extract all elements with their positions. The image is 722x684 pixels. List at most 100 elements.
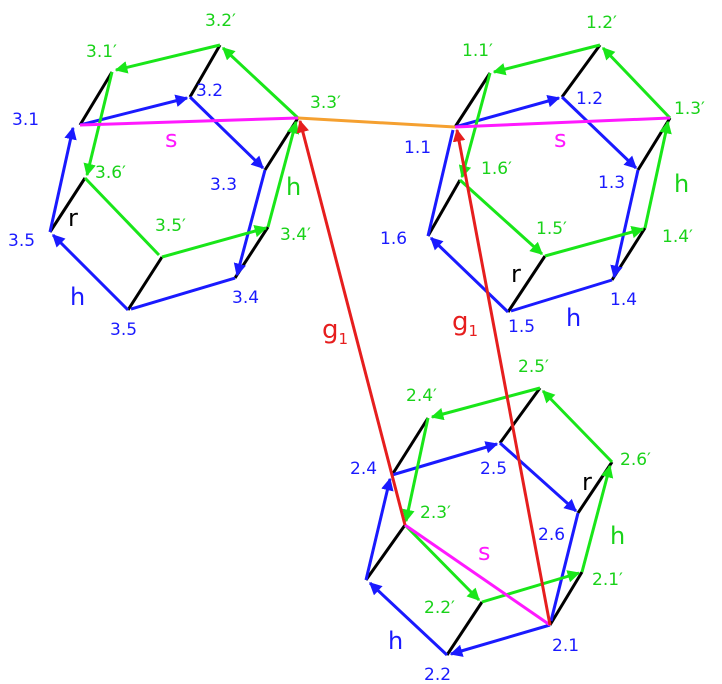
cluster-1: 1.1 1.2 1.3 1.4 1.5 1.6 1.1′ 1.2′ 1.3′ 1… [380,13,705,337]
vertex-label-prime: 1.5′ [536,219,567,239]
green-bond [492,43,601,76]
bond-label-h: h [610,522,625,550]
black-bond [453,72,492,128]
blue-bond [130,276,236,311]
cluster-3: 3.1 3.2 3.3 3.4 3.5 3.5 3.1′ 3.2′ 3.3′ 3… [8,11,341,340]
green-bond [643,120,672,229]
black-bond [78,71,114,126]
black-bond [390,417,430,476]
vertex-label: 2.4 [350,459,377,479]
magenta-s-bond [79,116,299,127]
blue-bond [79,94,189,127]
vertex-label: 2.2 [424,665,451,684]
vertex-label: 2.1 [552,636,579,656]
green-bond [114,43,221,74]
g1-letter: g [452,307,469,337]
vertex-label-prime: 1.2′ [586,13,617,33]
green-bond [544,225,645,258]
vertex-label-prime: 1.3′ [674,99,705,119]
bond-label-s: s [165,125,178,153]
bond-label-h: h [566,304,581,332]
vertex-label: 1.3 [598,173,625,193]
black-bond [364,524,407,581]
blue-bond [426,129,455,237]
black-bond-r [506,255,547,313]
vertex-label: 1.2 [576,89,603,109]
blue-bond [364,477,394,581]
vertex-label-prime: 2.5′ [518,357,549,377]
vertex-label-prime: 3.6′ [95,163,126,183]
vertex-label: 1.5 [508,317,535,337]
vertex-label: 3.1 [12,110,39,130]
blue-bond [391,441,499,477]
vertex-label: 3.2 [196,81,223,101]
green-bond [458,178,544,256]
vertex-label: 1.6 [380,229,407,249]
black-bond-r [48,177,87,233]
vertex-label-prime: 3.5′ [155,216,186,236]
vertex-label-prime: 3.3′ [310,93,341,113]
black-bond [426,179,462,237]
vertex-label-prime: 2.6′ [620,450,651,470]
g1-subscript: 1 [469,322,479,340]
green-bond [430,386,541,421]
vertex-label-prime: 1.1′ [462,41,493,61]
black-bond [498,387,542,444]
vertex-label: 1.4 [610,290,637,310]
vertex-label-prime: 2.2′ [424,598,455,618]
inter-cluster-links: g1 g1 [296,116,552,626]
blue-bond [510,278,613,313]
bond-label-r: r [68,204,78,232]
black-bond [188,44,222,98]
bond-label-h: h [674,170,689,198]
blue-bond [48,126,77,233]
black-bond [560,44,602,98]
vertex-label: 3.5 [8,231,35,251]
green-bond [266,120,300,228]
g1-label-right: g1 [452,307,478,340]
green-bond [402,417,430,523]
bond-label-h: h [70,283,85,311]
blue-bond [51,233,130,312]
g1-link-right [452,128,552,626]
vertex-label: 1.1 [404,138,431,158]
vertex-label: 3.3 [210,175,237,195]
blue-bond [188,95,265,170]
vertex-label: 2.5 [480,459,507,479]
blue-bond [368,581,449,657]
green-bond [541,389,614,464]
cluster-2: 2.1 2.2 2.4 2.5 2.6 2.1′ 2.2′ 2.3′ 2.4′ … [350,357,651,684]
magenta-s-bond [404,523,551,627]
vertex-label: 3.5 [110,320,137,340]
vertex-label-prime: 3.1′ [86,42,117,62]
green-bond [481,570,581,604]
vertex-label-prime: 1.4′ [662,227,693,247]
black-bond [263,117,300,171]
bond-label-r: r [582,468,592,496]
magenta-s-bond [454,116,671,129]
vertex-label: 3.4 [232,288,259,308]
g1-label-left: g1 [322,315,348,348]
g1-letter: g [322,315,339,345]
green-bond [580,464,614,573]
g1-subscript: 1 [339,330,349,348]
bond-label-r: r [511,260,521,288]
blue-bond [560,95,638,170]
green-bond [83,176,161,257]
vertex-label-prime: 3.2′ [205,11,236,31]
vertex-label: 2.6 [538,525,565,545]
blue-bond [454,94,561,129]
vertex-label-prime: 2.4′ [406,386,437,406]
blue-bond [449,623,551,657]
blue-bond [233,169,267,277]
bond-label-s: s [478,538,491,566]
green-bond [161,224,268,259]
blue-bond [498,441,578,513]
vertex-label-prime: 3.4′ [280,225,311,245]
blue-bond [429,236,510,314]
orange-link [297,116,456,129]
blue-bond [610,169,640,279]
g1-link-left [296,119,407,526]
